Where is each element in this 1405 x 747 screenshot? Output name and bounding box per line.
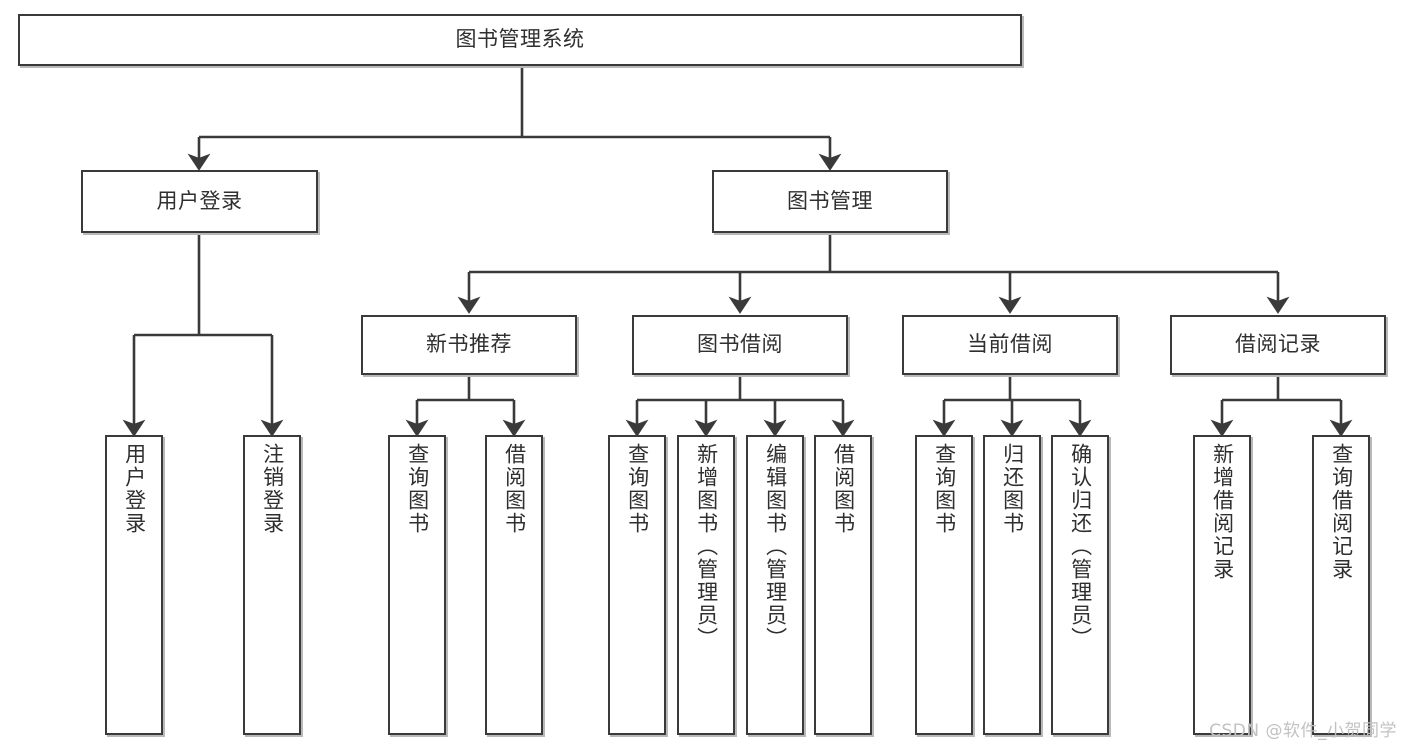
node-book-manage-label: 图书管理: [787, 188, 873, 213]
node-leaf-add-book-label: 新增图书（管理员）: [694, 443, 719, 650]
node-leaf-user-login[interactable]: 用户登录: [105, 435, 163, 735]
node-leaf-return-book[interactable]: 归还图书: [983, 435, 1041, 735]
node-leaf-query-record-label: 查询借阅记录: [1329, 443, 1354, 581]
node-book-borrow[interactable]: 图书借阅: [632, 315, 848, 375]
node-leaf-add-record-label: 新增借阅记录: [1210, 443, 1235, 581]
node-leaf-borrow-book-2[interactable]: 借阅图书: [814, 435, 872, 735]
node-root-label: 图书管理系统: [455, 27, 585, 52]
node-leaf-borrow-book-1-label: 借阅图书: [502, 443, 527, 535]
node-leaf-borrow-book-1[interactable]: 借阅图书: [485, 435, 543, 735]
node-borrow-record[interactable]: 借阅记录: [1170, 315, 1386, 375]
node-leaf-logout[interactable]: 注销登录: [243, 435, 301, 735]
node-leaf-query-book-1-label: 查询图书: [405, 443, 430, 535]
node-leaf-query-book-2[interactable]: 查询图书: [608, 435, 666, 735]
watermark-text: CSDN @软件_小贺同学: [1209, 721, 1397, 741]
node-root[interactable]: 图书管理系统: [18, 14, 1022, 66]
node-leaf-confirm-return[interactable]: 确认归还（管理员）: [1051, 435, 1109, 735]
node-leaf-confirm-return-label: 确认归还（管理员）: [1068, 443, 1093, 650]
node-leaf-edit-book[interactable]: 编辑图书（管理员）: [746, 435, 804, 735]
node-book-manage[interactable]: 图书管理: [712, 170, 948, 233]
node-leaf-return-book-label: 归还图书: [1000, 443, 1025, 535]
node-leaf-query-book-1[interactable]: 查询图书: [388, 435, 446, 735]
node-new-book-rec[interactable]: 新书推荐: [361, 315, 577, 375]
node-leaf-borrow-book-2-label: 借阅图书: [831, 443, 856, 535]
node-leaf-edit-book-label: 编辑图书（管理员）: [763, 443, 788, 650]
node-leaf-logout-label: 注销登录: [260, 443, 285, 535]
node-leaf-query-book-2-label: 查询图书: [625, 443, 650, 535]
node-current-borrow[interactable]: 当前借阅: [902, 315, 1118, 375]
node-leaf-add-book[interactable]: 新增图书（管理员）: [677, 435, 735, 735]
node-user-login-label: 用户登录: [156, 188, 243, 213]
node-leaf-query-book-3[interactable]: 查询图书: [915, 435, 973, 735]
node-book-borrow-label: 图书借阅: [697, 332, 783, 357]
node-leaf-query-record[interactable]: 查询借阅记录: [1312, 435, 1370, 735]
node-leaf-user-login-label: 用户登录: [122, 443, 147, 535]
node-leaf-query-book-3-label: 查询图书: [932, 443, 957, 535]
node-user-login[interactable]: 用户登录: [81, 170, 318, 233]
node-current-borrow-label: 当前借阅: [967, 332, 1053, 357]
node-borrow-record-label: 借阅记录: [1235, 332, 1321, 357]
node-leaf-add-record[interactable]: 新增借阅记录: [1193, 435, 1251, 735]
node-new-book-rec-label: 新书推荐: [426, 332, 512, 357]
